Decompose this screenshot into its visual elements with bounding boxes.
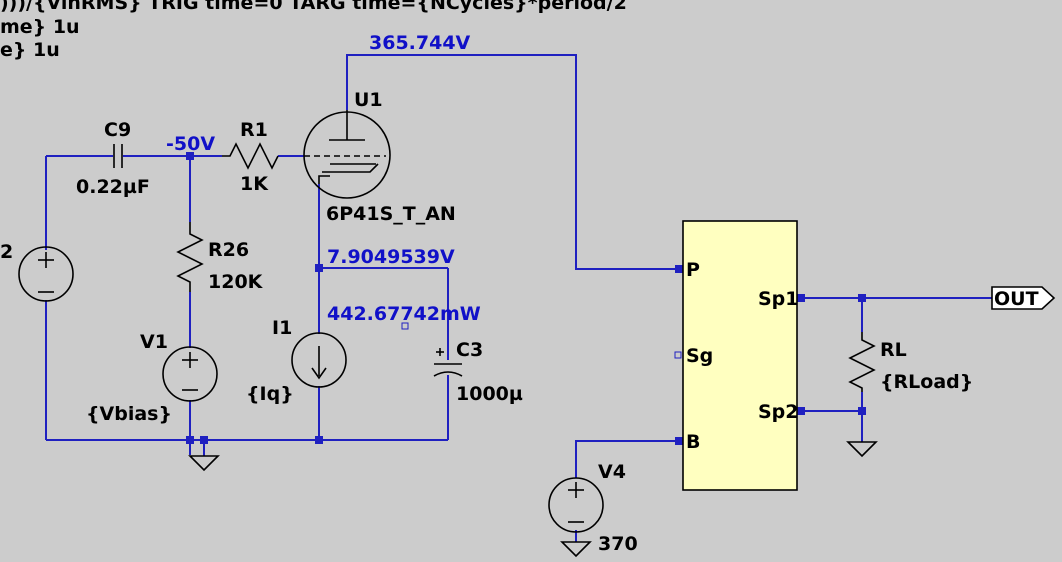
u1-model: 6P41S_T_AN (326, 203, 456, 225)
ground-symbol-rl (846, 441, 878, 458)
v1-ref: V1 (140, 331, 168, 353)
pin-p-label: P (686, 259, 700, 281)
ground-symbol (188, 440, 220, 472)
resistor-r26[interactable] (176, 222, 204, 292)
rl-value: {RLoad} (880, 371, 973, 393)
pin-sp2-label: Sp2 (758, 401, 799, 423)
directive-line-2: me} 1u (0, 16, 80, 38)
junction-dots (186, 152, 866, 445)
c9-ref: C9 (104, 119, 131, 141)
out-port-label: OUT (994, 288, 1039, 310)
out-port[interactable] (991, 286, 1056, 310)
current-source-i1[interactable] (291, 332, 347, 388)
u1-ref: U1 (354, 89, 383, 111)
power-readout: 442.67742mW (327, 303, 481, 325)
voltage-source-v2[interactable] (18, 246, 74, 302)
tube-u1[interactable] (303, 110, 391, 199)
i1-value: {Iq} (246, 383, 294, 405)
v1-value: {Vbias} (86, 403, 172, 425)
c3-value: 1000µ (456, 383, 523, 405)
voltage-source-v1[interactable] (162, 346, 218, 402)
v2-ref: 2 (0, 241, 13, 263)
resistor-rl[interactable] (848, 332, 876, 392)
i1-ref: I1 (272, 317, 292, 339)
wires (45, 54, 992, 542)
capacitor-c3[interactable] (433, 348, 463, 377)
grid-voltage-readout: -50V (166, 133, 215, 155)
r26-value: 120K (208, 271, 264, 293)
cathode-voltage-readout: 7.9049539V (327, 246, 455, 268)
resistor-r1[interactable] (222, 142, 279, 170)
pin-sg-label: Sg (686, 345, 713, 367)
directive-line-3: e} 1u (0, 39, 60, 61)
c9-value: 0.22µF (76, 176, 150, 198)
directive-line-1: )))/{VinRMS} TRIG time=0 TARG time={NCyc… (0, 0, 627, 14)
output-transformer[interactable] (682, 220, 798, 491)
plate-voltage-readout: 365.744V (369, 32, 471, 54)
r1-ref: R1 (240, 119, 268, 141)
ground-symbol-v4 (560, 541, 592, 558)
r1-value: 1K (240, 173, 269, 195)
rl-ref: RL (880, 339, 907, 361)
capacitor-c9[interactable] (113, 144, 123, 168)
c3-ref: C3 (456, 339, 483, 361)
pin-b-label: B (686, 431, 700, 453)
v4-value: 370 (598, 533, 638, 555)
v4-ref: V4 (598, 461, 626, 483)
r26-ref: R26 (208, 239, 249, 261)
pin-sp1-label: Sp1 (758, 288, 799, 310)
voltage-source-v4[interactable] (548, 477, 604, 533)
